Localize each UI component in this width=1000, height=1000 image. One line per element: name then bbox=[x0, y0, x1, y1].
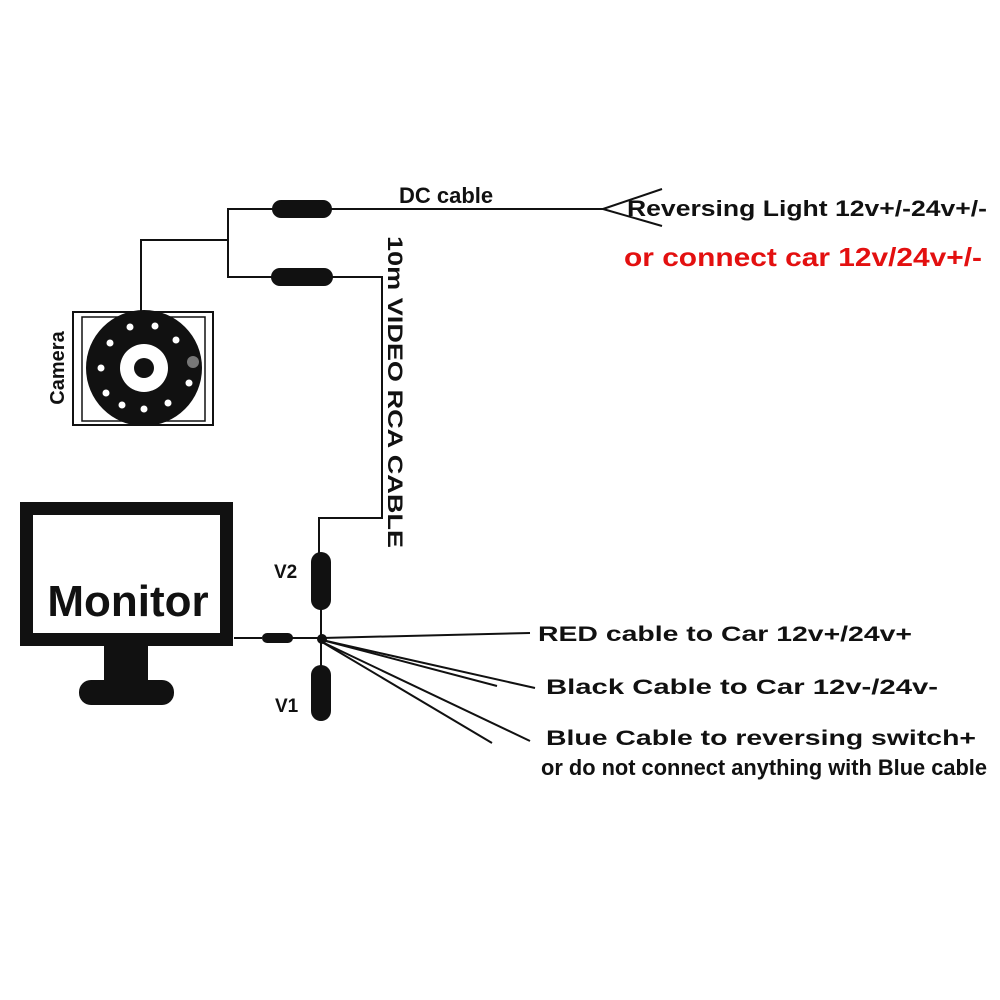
video-cable-connector bbox=[271, 268, 333, 286]
dc-cable-label: DC cable bbox=[399, 183, 493, 208]
black-cable-wire bbox=[321, 639, 536, 689]
ir-led bbox=[97, 364, 105, 372]
v2-label: V2 bbox=[274, 562, 297, 583]
blue-cable-wire bbox=[321, 641, 531, 742]
ir-led bbox=[151, 322, 159, 330]
camera-label: Camera bbox=[47, 330, 69, 404]
red-cable-label: RED cable to Car 12v+/24v+ bbox=[538, 623, 912, 646]
dc-fork-upper bbox=[602, 188, 663, 210]
ir-led bbox=[106, 339, 114, 347]
junction-lead-line bbox=[321, 639, 498, 687]
camera-sensor bbox=[187, 356, 199, 368]
monitor-neck bbox=[104, 646, 148, 682]
monitor-connector bbox=[262, 633, 293, 643]
monitor-base bbox=[79, 680, 174, 705]
ir-led bbox=[126, 323, 134, 331]
ir-led bbox=[164, 399, 172, 407]
wires bbox=[140, 188, 663, 744]
red-cable-wire bbox=[321, 632, 531, 639]
v2-connector bbox=[311, 552, 331, 610]
junction-lead-line-2 bbox=[321, 641, 493, 744]
camera-wire bbox=[140, 239, 228, 312]
video-cable-label: 10m VIDEO RCA CABLE bbox=[383, 236, 406, 548]
ir-led bbox=[185, 379, 193, 387]
camera: Camera bbox=[47, 310, 214, 426]
connect-car-label: or connect car 12v/24v+/- bbox=[624, 242, 982, 272]
ir-led bbox=[118, 401, 126, 409]
dc-cable-connector bbox=[272, 200, 332, 218]
v1-label: V1 bbox=[275, 696, 299, 717]
wire-junction-dot bbox=[317, 634, 327, 644]
dc-fork-lower bbox=[602, 208, 663, 227]
blue-cable-label-line1: Blue Cable to reversing switch+ bbox=[546, 727, 976, 750]
ir-led bbox=[140, 405, 148, 413]
camera-lens bbox=[134, 358, 154, 378]
video-cable-wire bbox=[318, 276, 383, 555]
ir-led bbox=[102, 389, 110, 397]
reversing-light-label: Reversing Light 12v+/-24v+/- bbox=[627, 196, 987, 221]
blue-cable-label-line2: or do not connect anything with Blue cab… bbox=[541, 755, 987, 780]
monitor: Monitor bbox=[20, 502, 233, 705]
monitor-label: Monitor bbox=[47, 577, 208, 626]
black-cable-label: Black Cable to Car 12v-/24v- bbox=[546, 676, 938, 699]
ir-led bbox=[172, 336, 180, 344]
connectors bbox=[262, 200, 333, 721]
v1-connector bbox=[311, 665, 331, 721]
camera-ir-leds bbox=[97, 322, 193, 413]
monitor-screen bbox=[33, 515, 220, 633]
